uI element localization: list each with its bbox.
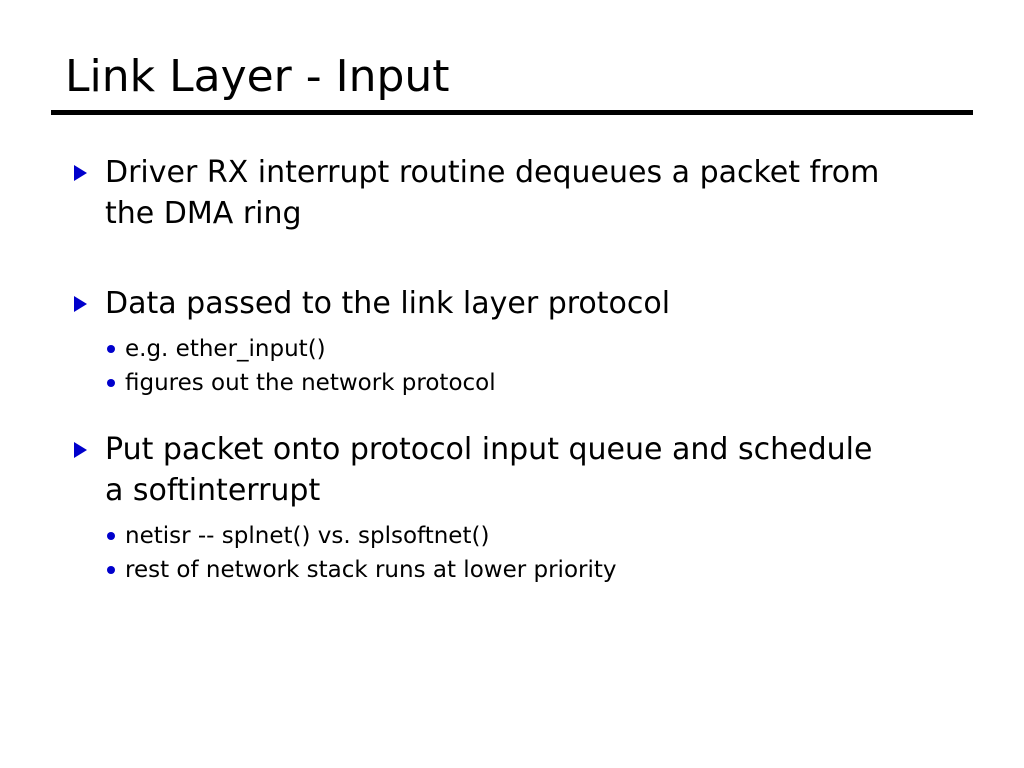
triangle-bullet-icon bbox=[74, 165, 87, 181]
sub-list-item-label: netisr -- splnet() vs. splsoftnet() bbox=[125, 523, 490, 549]
list-item-label: Data passed to the link layer protocol bbox=[105, 286, 671, 321]
sub-list-item-label: rest of network stack runs at lower prio… bbox=[125, 557, 617, 583]
title-underline-rule bbox=[51, 110, 973, 115]
spacer bbox=[0, 234, 1024, 283]
dot-bullet-icon bbox=[107, 566, 115, 574]
dot-bullet-icon bbox=[107, 532, 115, 540]
spacer bbox=[0, 511, 1024, 519]
slide-body: Driver RX interrupt routine dequeues a p… bbox=[0, 152, 1024, 587]
sub-list-item-label: figures out the network protocol bbox=[125, 370, 496, 396]
dot-bullet-icon bbox=[107, 345, 115, 353]
sub-list-item: rest of network stack runs at lower prio… bbox=[0, 553, 1024, 587]
triangle-bullet-icon bbox=[74, 442, 87, 458]
triangle-bullet-icon bbox=[74, 296, 87, 312]
page-title: Link Layer - Input bbox=[65, 51, 450, 102]
bullet-group-1: Driver RX interrupt routine dequeues a p… bbox=[0, 152, 1024, 234]
sub-list-item: figures out the network protocol bbox=[0, 366, 1024, 400]
spacer bbox=[0, 400, 1024, 429]
dot-bullet-icon bbox=[107, 379, 115, 387]
spacer bbox=[0, 324, 1024, 332]
sub-list-item-label: e.g. ether_input() bbox=[125, 336, 326, 362]
list-item-label: Put packet onto protocol input queue and… bbox=[105, 432, 873, 508]
title-block: Link Layer - Input bbox=[51, 50, 973, 104]
list-item: Driver RX interrupt routine dequeues a p… bbox=[0, 152, 1024, 234]
list-item: Put packet onto protocol input queue and… bbox=[0, 429, 1024, 511]
list-item: Data passed to the link layer protocol bbox=[0, 283, 1024, 324]
sub-list-item: e.g. ether_input() bbox=[0, 332, 1024, 366]
list-item-label: Driver RX interrupt routine dequeues a p… bbox=[105, 155, 880, 231]
bullet-group-2: Data passed to the link layer protocol e… bbox=[0, 283, 1024, 400]
bullet-group-3: Put packet onto protocol input queue and… bbox=[0, 429, 1024, 587]
sub-list-item: netisr -- splnet() vs. splsoftnet() bbox=[0, 519, 1024, 553]
